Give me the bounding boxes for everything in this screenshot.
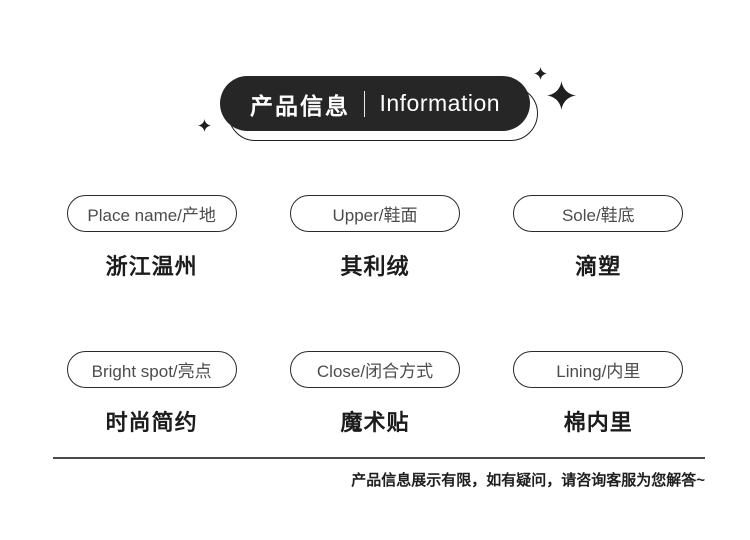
sparkle-icon-top-small (534, 67, 547, 80)
spec-label-pill: Upper/鞋面 (289, 195, 460, 232)
spec-label-pill: Sole/鞋底 (513, 195, 684, 232)
spec-value: 浙江温州 (105, 254, 198, 279)
spec-item-bright-spot: Bright spot/亮点 时尚简约 (66, 351, 237, 437)
spec-label: Bright spot/亮点 (91, 362, 212, 381)
spec-item-upper: Upper/鞋面 其利绒 (289, 195, 460, 281)
spec-label-pill: Close/闭合方式 (289, 351, 460, 388)
spec-item-close: Close/闭合方式 魔术贴 (289, 351, 460, 437)
header-title-zh: 产品信息 (249, 92, 350, 119)
spec-item-lining: Lining/内里 棉内里 (513, 351, 684, 437)
footer-note: 产品信息展示有限，如有疑问，请咨询客服为您解答~ (351, 472, 705, 489)
spec-label-pill: Lining/内里 (513, 351, 684, 388)
vertical-divider (363, 90, 366, 117)
footer: 产品信息展示有限，如有疑问，请咨询客服为您解答~ (53, 457, 705, 490)
spec-label: Lining/内里 (556, 362, 641, 381)
header-title-en: Information (379, 90, 501, 116)
spec-item-place-name: Place name/产地 浙江温州 (66, 195, 237, 281)
spec-value: 其利绒 (340, 254, 410, 279)
spec-label: Sole/鞋底 (561, 206, 635, 225)
spec-item-sole: Sole/鞋底 滴塑 (513, 195, 684, 281)
spec-grid: Place name/产地 浙江温州 Upper/鞋面 其利绒 Sole/鞋底 … (40, 195, 710, 437)
spec-value: 棉内里 (563, 410, 633, 435)
header-title-pill: 产品信息 Information (220, 76, 538, 141)
sparkle-icon-top-large (547, 81, 576, 110)
spec-value: 魔术贴 (340, 410, 410, 435)
spec-label: Upper/鞋面 (332, 206, 418, 225)
header-pill: 产品信息 Information (220, 76, 530, 131)
spec-label-pill: Place name/产地 (66, 195, 237, 232)
sparkle-icon-left (198, 119, 211, 132)
spec-label-pill: Bright spot/亮点 (66, 351, 237, 388)
spec-label: Close/闭合方式 (316, 362, 434, 381)
spec-label: Place name/产地 (87, 206, 216, 225)
spec-value: 时尚简约 (105, 410, 198, 435)
spec-value: 滴塑 (575, 254, 622, 279)
